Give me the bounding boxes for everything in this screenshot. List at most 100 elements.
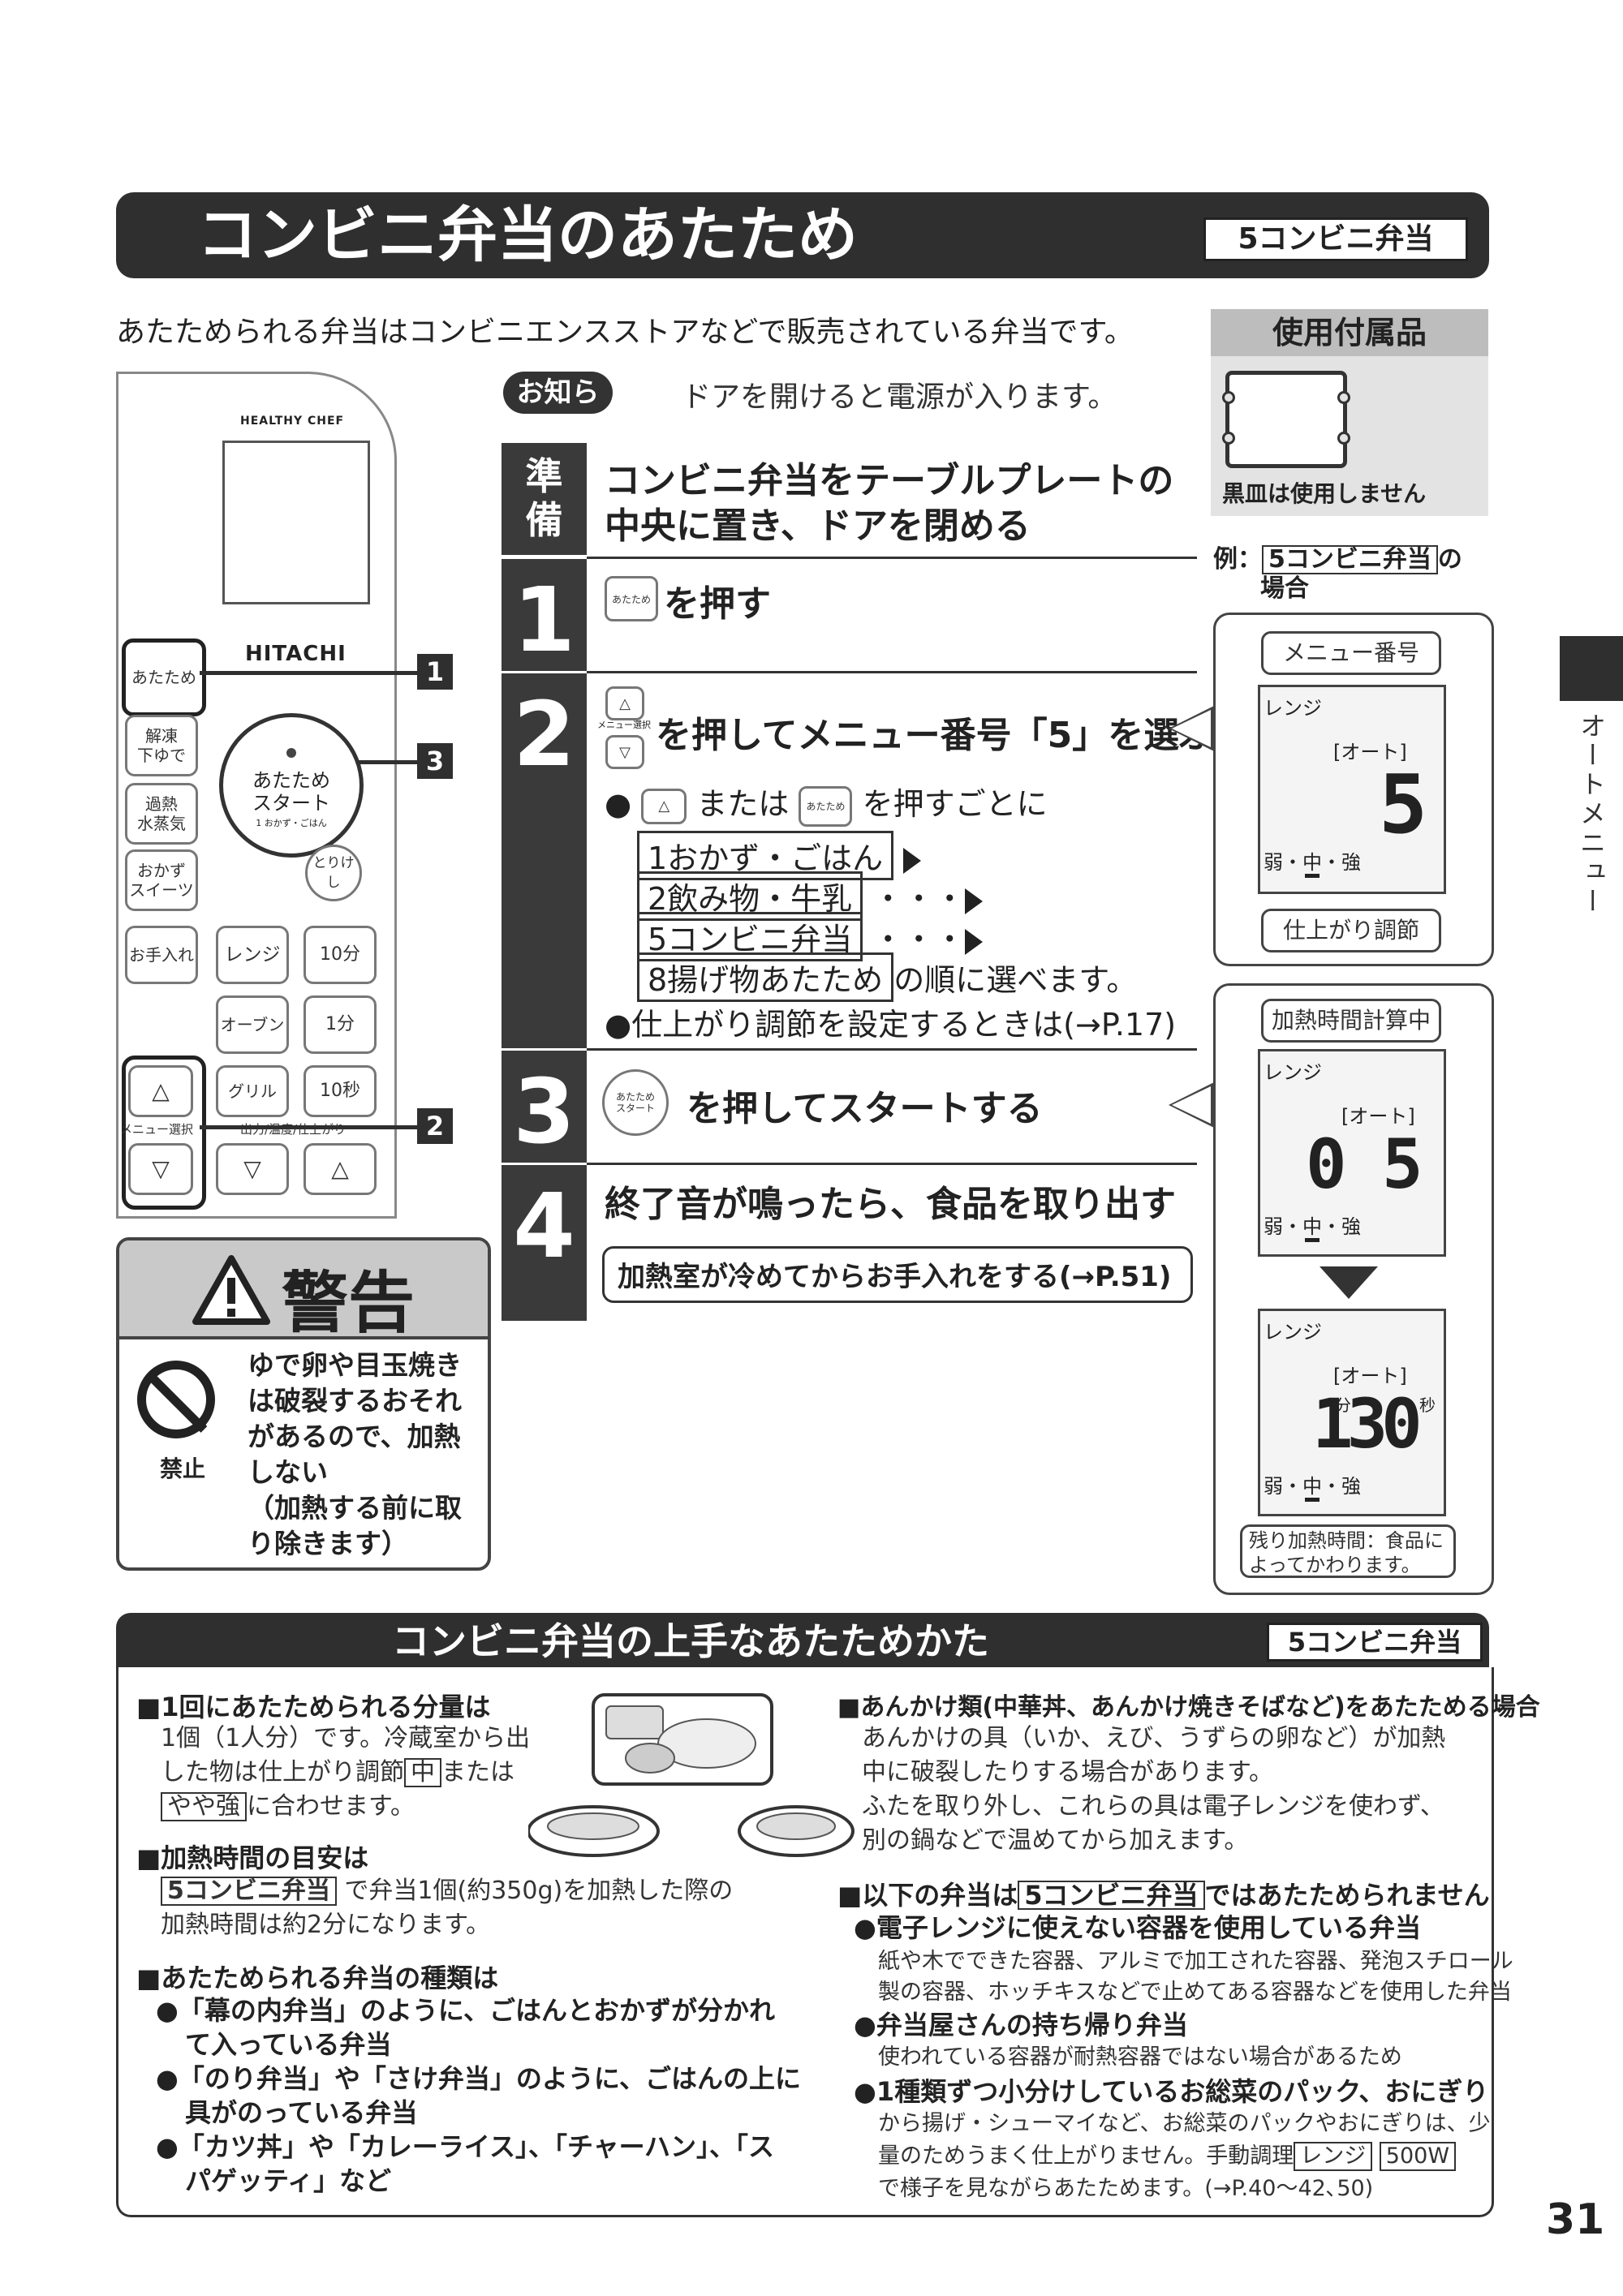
marker-line-1 — [200, 671, 417, 675]
side-tab-text: オートメニュー — [1576, 712, 1607, 917]
step-marker-1: 1 — [417, 654, 453, 690]
menu-option-1: 1おかず・ごはん — [637, 831, 922, 880]
prep-text-2: 中央に置き、ドアを閉める — [605, 505, 1031, 547]
cancel-button[interactable]: とりけし — [305, 845, 362, 901]
step-number-1: 1 — [502, 559, 587, 672]
one-min-button[interactable]: 1分 — [304, 995, 377, 1054]
tips-heading: ■1回にあたためられる分量は — [136, 1692, 491, 1722]
marker-line-3 — [357, 760, 417, 764]
menu-option-5: 5コンビニ弁当 ・・・ — [637, 912, 984, 961]
menu-number-label: メニュー番号 — [1261, 631, 1441, 675]
tips-title: コンビニ弁当の上手なあたためかた — [392, 1619, 989, 1663]
blinking-digit: 0 — [1306, 1124, 1347, 1204]
menu-digit: 5 — [1382, 1124, 1423, 1204]
up-button-icon: △ — [641, 788, 687, 824]
prohibited-icon — [137, 1361, 215, 1438]
menu-up-button[interactable]: △ — [128, 1065, 193, 1117]
bento-illustration — [528, 1693, 855, 1857]
panel-display — [222, 441, 370, 604]
tips-tag: 5コンビニ弁当 — [1267, 1623, 1483, 1662]
step-marker-2: 2 — [417, 1108, 453, 1144]
lcd-screen: レンジ [オート] 0 5 弱・中・強 — [1258, 1049, 1446, 1257]
menu-tag: 5コンビニ弁当 — [1203, 217, 1468, 261]
tray-icon — [1222, 371, 1350, 468]
okazu-button[interactable]: おかず スイーツ — [125, 849, 198, 911]
divider — [587, 1048, 1197, 1051]
ten-min-button[interactable]: 10分 — [304, 926, 377, 984]
time-digits: 130 — [1312, 1384, 1423, 1464]
lcd-screen: レンジ [オート] 分 130 秒 弱・中・強 — [1258, 1309, 1446, 1516]
menu-option-8: 8揚げ物あたための順に選べます。 — [637, 952, 1137, 1002]
range-button[interactable]: レンジ — [216, 926, 289, 984]
prohibited-label: 禁止 — [160, 1455, 206, 1482]
brand-logo: HITACHI — [245, 642, 347, 666]
divider — [587, 671, 1197, 673]
atatame-button-icon: あたため — [605, 576, 658, 621]
divider — [587, 557, 1197, 559]
start-button[interactable]: あたため スタート 1 おかず・ごはん — [219, 713, 364, 858]
accessory-note: 黒皿は使用しません — [1222, 480, 1427, 507]
menu-digit: 5 — [1379, 757, 1428, 852]
step-1-text: を押す — [664, 583, 771, 625]
accessory-title: 使用付属品 — [1211, 309, 1488, 356]
arrow-right-icon — [965, 888, 984, 914]
brand-small: HEALTHY CHEF — [240, 415, 345, 428]
step-2-finish-note: ●仕上がり調節を設定するときは(→P.17) — [605, 1007, 1177, 1043]
warning-title: 警告 — [282, 1265, 415, 1342]
tips-box: ■1回にあたためられる分量は 1個（1人分）です。冷蔵室から出 した物は仕上がり… — [116, 1667, 1540, 2217]
grill-button[interactable]: グリル — [216, 1065, 289, 1117]
menu-down-button[interactable]: ▽ — [128, 1143, 193, 1195]
example-label: 例：5コンビニ弁当の 場合 — [1213, 545, 1462, 603]
warning-icon — [192, 1255, 270, 1325]
intro-text: あたためられる弁当はコンビニエンスストアなどで販売されている弁当です。 — [116, 316, 1134, 349]
tips-header: コンビニ弁当の上手なあたためかた 5コンビニ弁当 — [116, 1613, 1489, 1670]
step-4-text: 終了音が鳴ったら、食品を取り出す — [605, 1184, 1176, 1225]
title-bar: コンビニ弁当のあたため 5コンビニ弁当 — [116, 192, 1489, 278]
display-example-2: 加熱時間計算中 レンジ [オート] 0 5 弱・中・強 レンジ [オート] 分 … — [1213, 983, 1494, 1595]
up-button-icon: △ — [605, 686, 644, 720]
kaitou-button[interactable]: 解凍 下ゆで — [125, 715, 198, 776]
page-number: 31 — [1546, 2195, 1605, 2244]
tips-heading: ■あたためられる弁当の種類は — [136, 1963, 499, 1993]
prep-text-1: コンビニ弁当をテーブルプレートの — [605, 460, 1174, 501]
warning-text: ゆで卵や目玉焼き は破裂するおそれ があるので、加熱 しない （加熱する前に取 … — [248, 1349, 462, 1559]
prep-label: 準 備 — [502, 443, 587, 555]
control-panel: HEALTHY CHEF HITACHI あたため 解凍 下ゆで 過熱 水蒸気 … — [116, 372, 397, 1219]
warning-box: 警告 禁止 ゆで卵や目玉焼き は破裂するおそれ があるので、加熱 しない （加熱… — [116, 1237, 491, 1571]
step-number-3: 3 — [502, 1051, 587, 1163]
output-down-button[interactable]: ▽ — [216, 1143, 289, 1195]
oven-button[interactable]: オーブン — [216, 995, 289, 1054]
accessory-box: 使用付属品 黒皿は使用しません — [1211, 309, 1488, 516]
step-marker-3: 3 — [417, 743, 453, 779]
kanetsu-button[interactable]: 過熱 水蒸気 — [125, 783, 198, 845]
divider — [587, 1163, 1197, 1165]
lcd-screen: レンジ [オート] 5 弱・中・強 — [1258, 685, 1446, 894]
notice-text: ドアを開けると電源が入ります。 — [682, 381, 1117, 414]
finish-adjust-label: 仕上がり調節 — [1261, 909, 1441, 952]
ten-sec-button[interactable]: 10秒 — [304, 1065, 377, 1117]
atatame-button[interactable]: あたため — [122, 638, 206, 716]
tips-heading: ■加熱時間の目安は — [136, 1842, 369, 1873]
down-button-icon: ▽ — [605, 735, 644, 769]
notice-badge: お知らせ — [503, 372, 613, 451]
output-up-button[interactable]: △ — [304, 1143, 377, 1195]
marker-line-2 — [200, 1125, 417, 1129]
display-example-1: メニュー番号 レンジ [オート] 5 弱・中・強 仕上がり調節 — [1213, 613, 1494, 966]
dot-icon — [286, 748, 296, 758]
care-button[interactable]: お手入れ — [125, 926, 198, 984]
calculating-label: 加熱時間計算中 — [1261, 999, 1441, 1043]
arrow-right-icon — [903, 847, 922, 874]
page-title: コンビニ弁当のあたため — [197, 200, 858, 270]
step-4-note: 加熱室が冷めてからお手入れをする(→P.51) — [602, 1246, 1193, 1303]
menu-option-2: 2飲み物・牛乳 ・・・ — [637, 871, 984, 921]
start-button-icon: あたためスタート — [602, 1069, 669, 1136]
side-tab-block — [1560, 636, 1623, 701]
step-2-text: を押してメニュー番号「5」を選ぶ — [656, 715, 1216, 756]
tips-heading: ■あんかけ類(中華丼、あんかけ焼きそばなど)をあたためる場合 — [837, 1693, 1540, 1722]
menu-select-small-label: メニュー選択 — [597, 720, 651, 730]
step-number-2: 2 — [502, 673, 587, 1048]
step-3-text: を押してスタートする — [687, 1088, 1043, 1129]
remaining-time-note: 残り加熱時間：食品によってかわります。 — [1240, 1524, 1456, 1578]
warning-header: 警告 — [119, 1240, 488, 1342]
